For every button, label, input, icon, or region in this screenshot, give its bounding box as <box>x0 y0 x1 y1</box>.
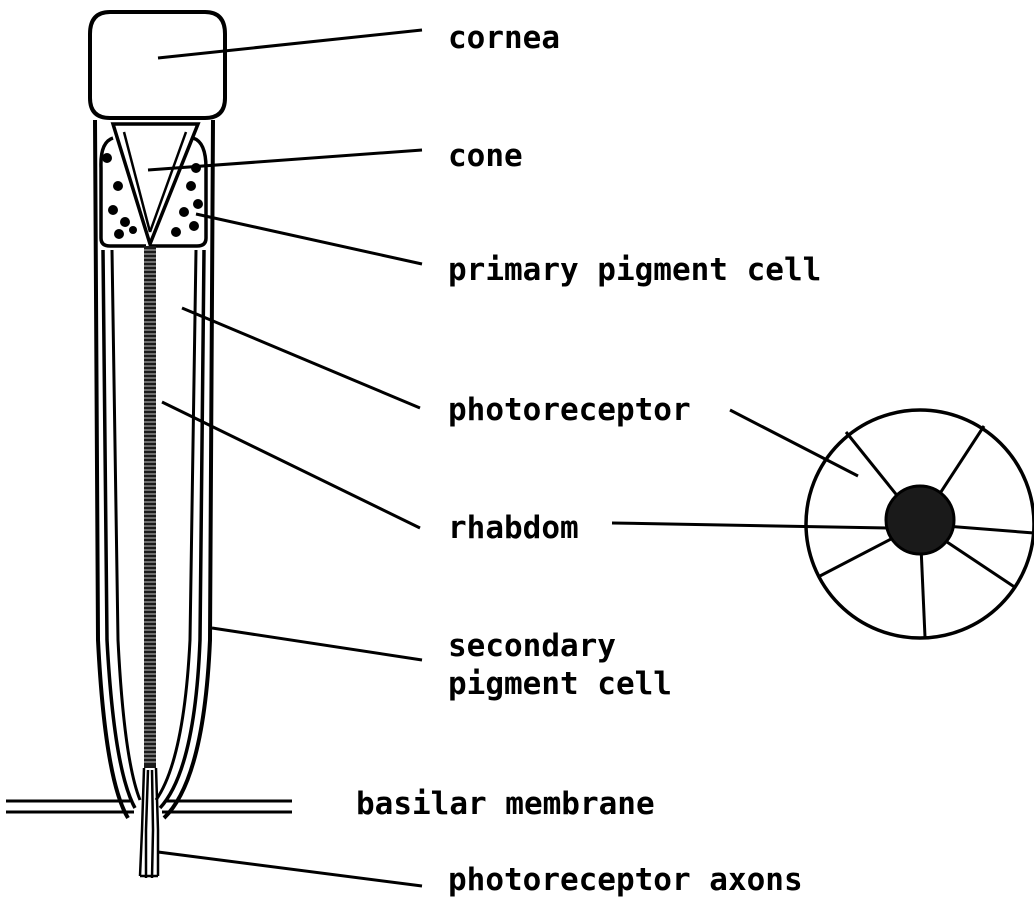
label-basilar-membrane: basilar membrane <box>356 786 655 822</box>
label-rhabdom: rhabdom <box>448 510 579 546</box>
label-cornea: cornea <box>448 20 560 56</box>
label-photoreceptor-axons: photoreceptor axons <box>448 862 803 898</box>
cone-inner-edge-left <box>124 132 150 232</box>
label-secondary-pigment-cell-line1: secondary <box>448 628 616 664</box>
leader-secondary-pigment-cell <box>212 628 422 660</box>
leader-primary-pigment-cell <box>196 214 422 264</box>
ommatidium-cross-section <box>806 410 1034 638</box>
basilar-membrane-shape <box>6 801 292 812</box>
photoreceptor-axons-shape <box>140 768 158 878</box>
leader-cone <box>148 150 422 170</box>
label-secondary-pigment-cell-line2: pigment cell <box>448 666 672 702</box>
leader-photoreceptor-axons <box>158 852 422 886</box>
leader-photoreceptor <box>182 308 420 408</box>
cone-inner-edge-right <box>150 132 186 232</box>
label-primary-pigment-cell: primary pigment cell <box>448 252 821 288</box>
cross-section-rhabdom <box>886 486 954 554</box>
label-photoreceptor: photoreceptor <box>448 392 691 428</box>
leader-cornea <box>158 30 422 58</box>
label-cone: cone <box>448 138 523 174</box>
leader-rhabdom-cross <box>612 523 888 528</box>
secondary-pigment-cell-inner <box>103 250 135 808</box>
labels: cornea cone primary pigment cell photore… <box>356 20 821 898</box>
cornea-shape <box>90 12 225 118</box>
